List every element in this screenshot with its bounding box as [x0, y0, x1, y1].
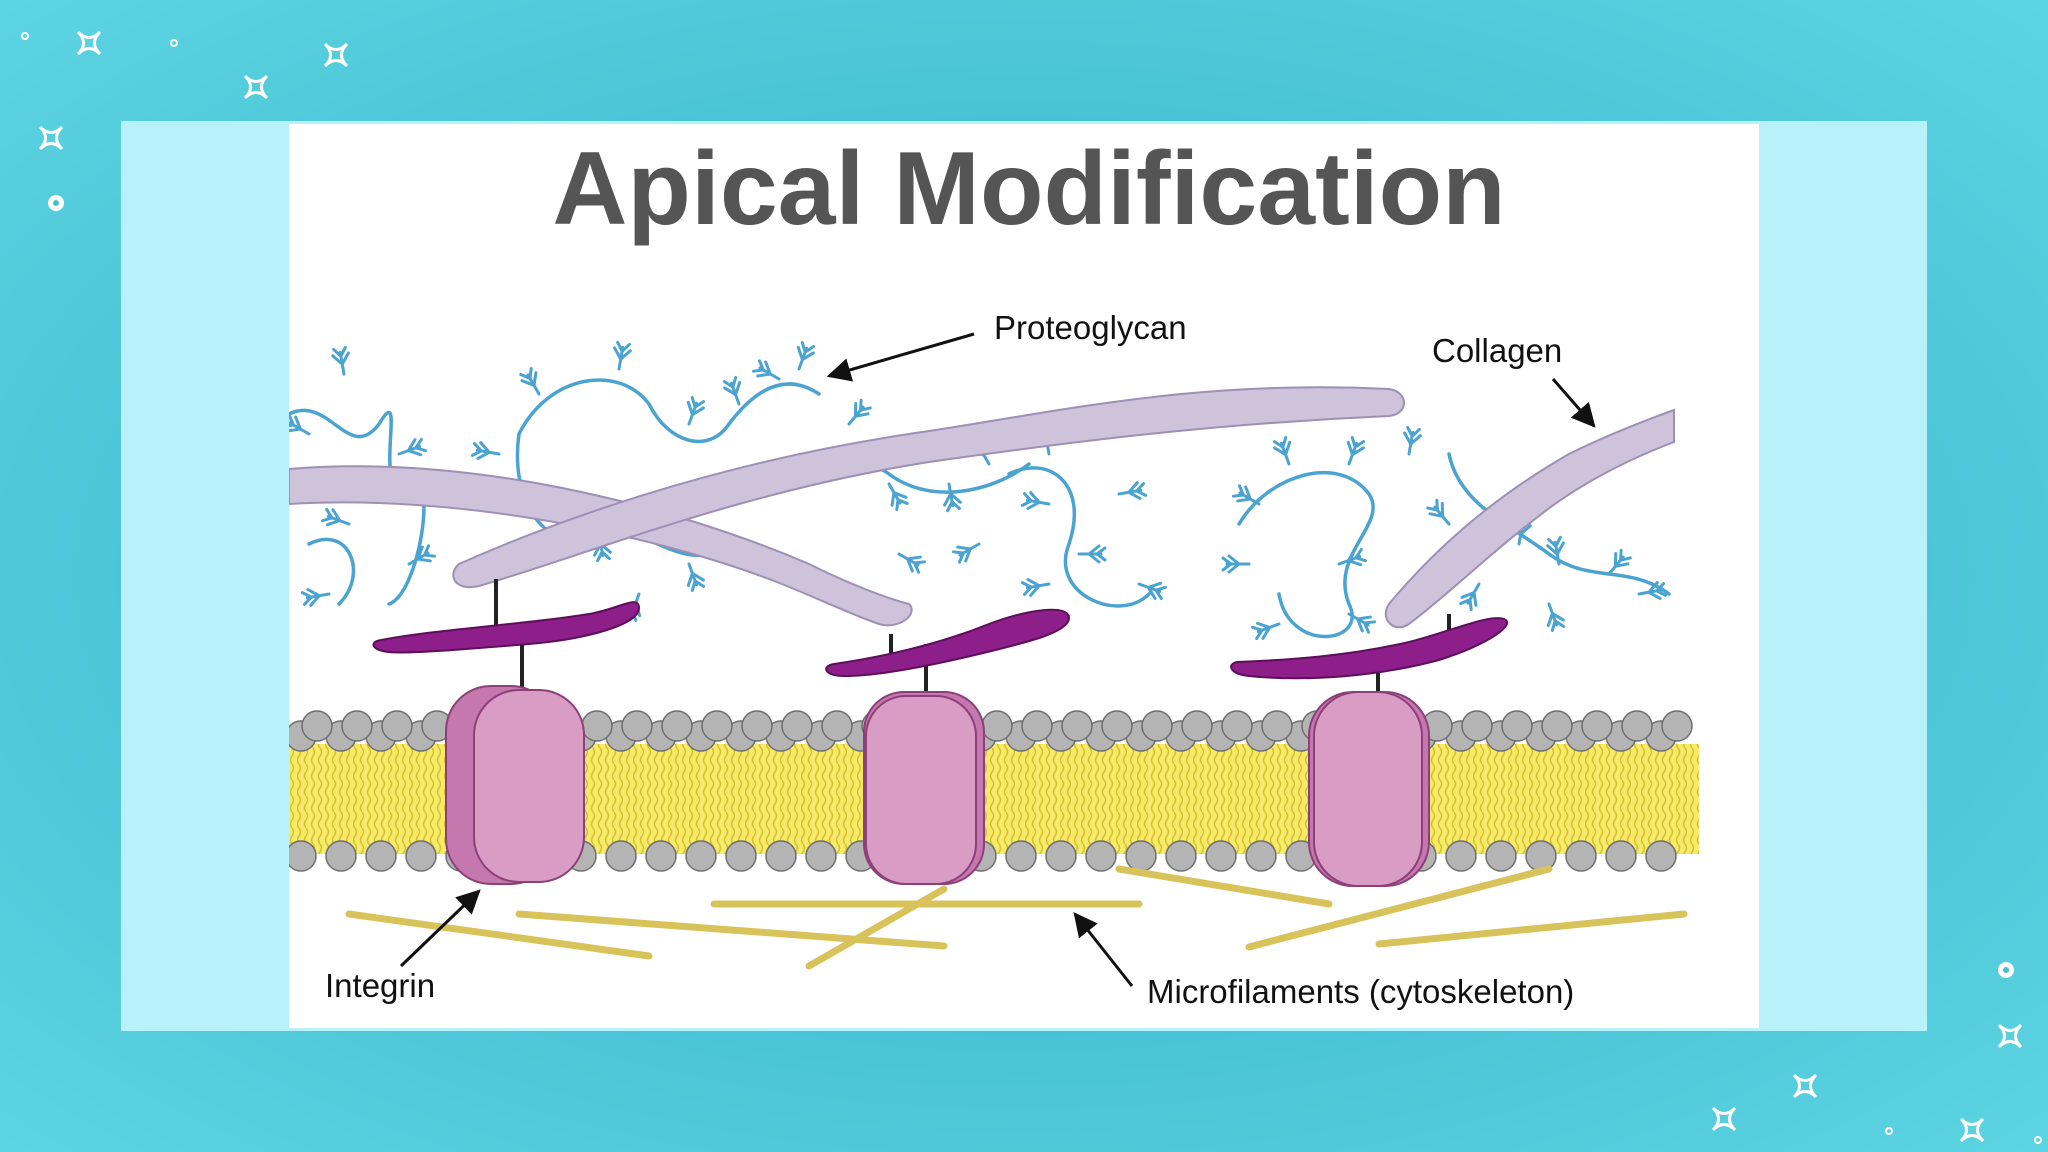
- phospholipid-head: [805, 840, 837, 872]
- phospholipid-head: [301, 710, 333, 742]
- phospholipid-head: [1045, 840, 1077, 872]
- phospholipid-head: [1245, 840, 1277, 872]
- label-integrin: Integrin: [325, 967, 435, 1004]
- phospholipid-head: [289, 840, 317, 872]
- phospholipid-head: [765, 840, 797, 872]
- phospholipid-head: [325, 840, 357, 872]
- phospholipid-head: [725, 840, 757, 872]
- phospholipid-head: [645, 840, 677, 872]
- phospholipid-head: [405, 840, 437, 872]
- phospholipid-head: [1205, 840, 1237, 872]
- phospholipid-head: [781, 710, 813, 742]
- phospholipid-head: [1445, 840, 1477, 872]
- phospholipid-head: [1605, 840, 1637, 872]
- sparkle-icon: [1711, 1106, 1737, 1132]
- phospholipid-head: [1221, 710, 1253, 742]
- phospholipid-head: [1021, 710, 1053, 742]
- sparkle-icon: [323, 42, 349, 68]
- phospholipid-head: [365, 840, 397, 872]
- lipid-heads-bottom: [289, 840, 1677, 872]
- phospholipid-head: [581, 710, 613, 742]
- sparkle-icon: [243, 74, 269, 100]
- phospholipid-head: [701, 710, 733, 742]
- phospholipid-head: [1085, 840, 1117, 872]
- phospholipid-head: [1621, 710, 1653, 742]
- phospholipid-head: [1541, 710, 1573, 742]
- phospholipid-head: [1645, 840, 1677, 872]
- phospholipid-head: [821, 710, 853, 742]
- phospholipid-head: [685, 840, 717, 872]
- label-microfilaments: Microfilaments (cytoskeleton): [1147, 973, 1574, 1010]
- label-arrows: [399, 332, 1596, 987]
- label-collagen: Collagen: [1432, 332, 1562, 369]
- phospholipid-head: [1501, 710, 1533, 742]
- diagram-figure: Apical Modification: [289, 124, 1759, 1028]
- phospholipid-head: [1061, 710, 1093, 742]
- phospholipid-head: [381, 710, 413, 742]
- phospholipid-head: [1141, 710, 1173, 742]
- phospholipid-head: [1101, 710, 1133, 742]
- phospholipid-head: [621, 710, 653, 742]
- integrin-bodies: [445, 685, 1430, 887]
- sparkle-icon: [1792, 1073, 1818, 1099]
- label-proteoglycan: Proteoglycan: [994, 309, 1187, 346]
- arrow-integrin: [399, 889, 481, 968]
- arrow-microfilaments: [1073, 912, 1134, 987]
- arrow-proteoglycan: [826, 332, 975, 382]
- phospholipid-head: [1581, 710, 1613, 742]
- phospholipid-head: [1525, 840, 1557, 872]
- phospholipid-head: [1165, 840, 1197, 872]
- arrow-collagen: [1551, 378, 1596, 428]
- sparkle-icon: [1959, 1117, 1985, 1143]
- phospholipid-head: [1661, 710, 1693, 742]
- phospholipid-head: [661, 710, 693, 742]
- sparkle-icon: [1997, 1023, 2023, 1049]
- phospholipid-head: [1005, 840, 1037, 872]
- phospholipid-head: [741, 710, 773, 742]
- figure-title: Apical Modification: [552, 131, 1505, 247]
- phospholipid-head: [1125, 840, 1157, 872]
- integrin-heads: [372, 601, 1509, 680]
- sparkle-icon: [76, 30, 102, 56]
- collagen-fibers: [289, 386, 1405, 627]
- phospholipid-head: [1485, 840, 1517, 872]
- sparkle-icon: [38, 125, 64, 151]
- phospholipid-head: [981, 710, 1013, 742]
- phospholipid-head: [341, 710, 373, 742]
- phospholipid-head: [605, 840, 637, 872]
- phospholipid-head: [1261, 710, 1293, 742]
- collagen-fiber-right: [1384, 408, 1675, 629]
- phospholipid-head: [1565, 840, 1597, 872]
- membrane-diagram: Apical Modification: [289, 131, 1699, 1010]
- phospholipid-head: [1181, 710, 1213, 742]
- phospholipid-head: [1461, 710, 1493, 742]
- microfilaments: [345, 865, 1688, 970]
